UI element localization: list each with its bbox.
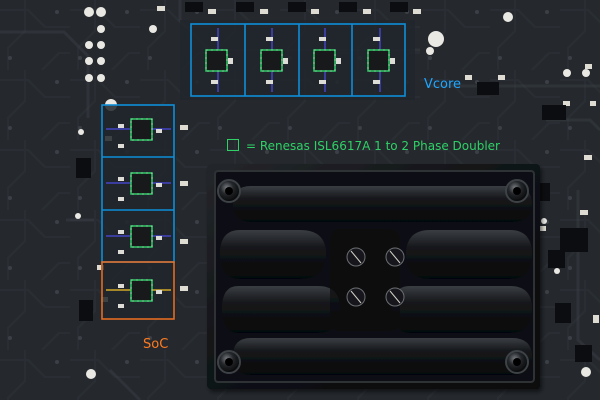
doubler-legend: = Renesas ISL6617A 1 to 2 Phase Doubler: [227, 139, 500, 153]
soc-label: SoC: [143, 337, 169, 352]
doubler-legend-text: = Renesas ISL6617A 1 to 2 Phase Doubler: [246, 139, 500, 153]
vcore-label: Vcore: [424, 77, 462, 92]
doubler-marker-icon: [227, 139, 239, 151]
